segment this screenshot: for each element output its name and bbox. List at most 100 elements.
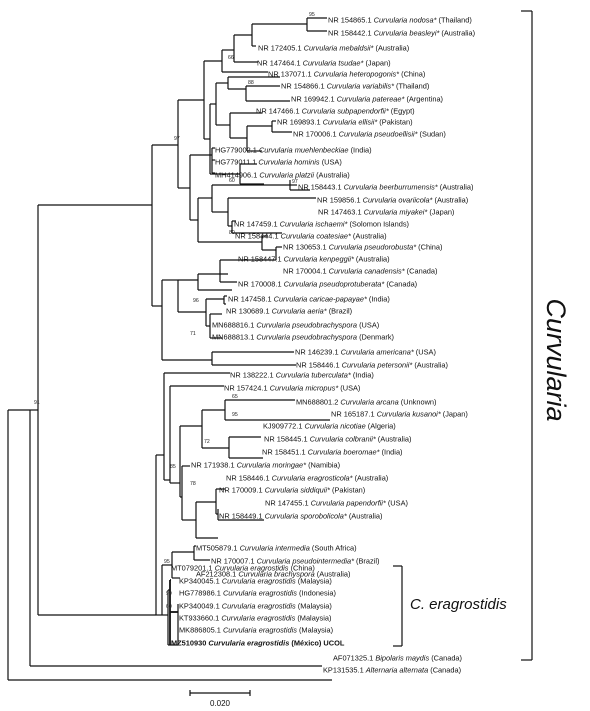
tip-label: NR 147459.1 Curvularia ischaemi* (Solomo… — [234, 220, 409, 229]
eragrostidis-bracket — [393, 565, 403, 647]
tip-label: NR 147458.1 Curvularia caricae-papayae* … — [228, 295, 390, 304]
tip-species: Curvularia platzii — [259, 171, 316, 180]
bootstrap-value: 96 — [193, 298, 199, 304]
tip-accession: KP340045.1 — [179, 577, 222, 586]
tip-species: Curvularia ischaemi* — [280, 220, 350, 229]
clade-label-eragrostidis: C. eragrostidis — [410, 596, 507, 613]
tip-species: Curvularia kusanoi* — [377, 410, 443, 419]
tip-origin: (Australia) — [378, 435, 412, 444]
tip-species: Curvularia brachyspora — [238, 570, 316, 579]
tip-origin: (Japan) — [365, 59, 390, 68]
tip-species: Curvularia eragrostidis — [222, 602, 298, 611]
tip-label: NR 138222.1 Curvularia tuberculata* (Ind… — [230, 371, 374, 380]
tip-label: MN688813.1 Curvularia pseudobrachyspora … — [212, 333, 394, 342]
tip-label: KJ909772.1 Curvularia nicotiae (Algeria) — [263, 422, 396, 431]
tip-origin: (Malaysia) — [297, 614, 331, 623]
tip-accession: NR 158442.1 — [328, 29, 374, 38]
tip-label: HG779011.1 Curvularia hominis (USA) — [215, 158, 342, 167]
tip-origin: (Denmark) — [359, 333, 394, 342]
bootstrap-value: 60 — [166, 604, 172, 610]
tip-accession: NR 158444.1 — [235, 232, 281, 241]
bootstrap-value: 91 — [34, 400, 40, 406]
tip-accession: NR 157424.1 — [224, 384, 270, 393]
tip-origin: (India) — [351, 146, 372, 155]
tip-origin: (India) — [382, 448, 403, 457]
tip-origin: (Pakistan) — [379, 118, 412, 127]
tip-label: MH414906.1 Curvularia platzii (Australia… — [215, 171, 350, 180]
tip-origin: (Australia) — [353, 232, 387, 241]
tip-accession: NR 158451.1 — [262, 448, 308, 457]
tip-label: NR 147463.1 Curvularia miyakei* (Japan) — [318, 208, 454, 217]
tip-accession: MN688801.2 — [296, 398, 340, 407]
tip-label: NR 137071.1 Curvularia heteropogonis* (C… — [268, 70, 425, 79]
tip-accession: NR 159856.1 — [317, 196, 363, 205]
tip-accession: NR 169893.1 — [277, 118, 323, 127]
tip-species: Curvularia pseudobrachyspora — [256, 321, 359, 330]
tip-origin: (Namibia) — [308, 461, 340, 470]
bootstrap-value: 78 — [190, 481, 196, 487]
tip-label: NR 130653.1 Curvularia pseudorobusta* (C… — [283, 243, 442, 252]
tip-accession: NR 172405.1 — [258, 44, 304, 53]
tip-accession: NR 158446.1 — [226, 474, 272, 483]
tip-label: NR 170006.1 Curvularia pseudoellisii* (S… — [293, 130, 446, 139]
tip-accession: NR 147463.1 — [318, 208, 364, 217]
tip-species: Curvularia heteropogonis* — [314, 70, 402, 79]
tip-accession: NR 147455.1 — [265, 499, 311, 508]
tip-accession: NR 170004.1 — [283, 267, 329, 276]
tip-origin: (Australia) — [355, 474, 389, 483]
bootstrap-value: 85 — [170, 464, 176, 470]
tip-species: Curvularia canadensis* — [329, 267, 407, 276]
tip-species: Curvularia patereae* — [337, 95, 407, 104]
tip-accession: HG779011.1 — [215, 158, 258, 167]
tip-species: Curvularia hominis — [258, 158, 321, 167]
tip-label: NR 158442.1 Curvularia beasleyi* (Austra… — [328, 29, 475, 38]
tip-label: NR 147455.1 Curvularia papendorfii* (USA… — [265, 499, 408, 508]
tip-species: Curvularia eragrostidis — [221, 614, 297, 623]
tip-label: MT079201.1 Curvularia eragrostidis (Chin… — [171, 564, 315, 573]
tip-origin: (Canada) — [386, 280, 417, 289]
tip-origin: (Australia) — [414, 361, 448, 370]
tip-origin: (Pakistan) — [332, 486, 365, 495]
bootstrap-value: 95 — [309, 12, 315, 18]
bootstrap-value: 97 — [174, 136, 180, 142]
tip-label: NR 158446.1 Curvularia eragrosticola* (A… — [226, 474, 388, 483]
tip-species: Curvularia arcana — [340, 398, 400, 407]
tip-species: Alternaria alternata — [365, 666, 431, 675]
tip-origin: (Egypt) — [391, 107, 415, 116]
tip-origin: (Thailand) — [396, 82, 429, 91]
tip-accession: MZ510930 — [171, 639, 208, 648]
tip-origin: (Brazil) — [329, 307, 352, 316]
tip-label: MZ510930 Curvularia eragrostidis (México… — [171, 639, 345, 648]
tip-label: NR 170004.1 Curvularia canadensis* (Cana… — [283, 267, 437, 276]
scale-bar-label: 0.020 — [210, 699, 231, 708]
tip-label: NR 158444.1 Curvularia coatesiae* (Austr… — [235, 232, 387, 241]
tip-accession: NR 170008.1 — [238, 280, 284, 289]
bootstrap-value: 66 — [228, 55, 234, 61]
tip-species: Curvularia subpapendorfii* — [302, 107, 391, 116]
tip-accession: NR 170006.1 — [293, 130, 339, 139]
tip-label: NR 158451.1 Curvularia boeromae* (India) — [262, 448, 403, 457]
bootstrap-value: 72 — [204, 439, 210, 445]
tip-species: Curvularia petersonii* — [342, 361, 415, 370]
tip-label: NR 170007.1 Curvularia pseudointermedia*… — [211, 557, 379, 566]
tip-origin: (Australia) — [316, 171, 350, 180]
tip-species: Curvularia mebaldsii* — [304, 44, 376, 53]
tip-accession: NR 165187.1 — [331, 410, 377, 419]
tip-species: Curvularia sporobolicola* — [265, 512, 349, 521]
tip-species: Curvularia kenpeggii* — [284, 255, 356, 264]
bootstrap-value: 65 — [232, 394, 238, 400]
tip-species: Curvularia moringae* — [237, 461, 308, 470]
tip-species: Curvularia beerburrumensis* — [344, 183, 440, 192]
tip-origin: (Canada) — [431, 654, 462, 663]
tip-label: NR 170009.1 Curvularia siddiquii* (Pakis… — [219, 486, 365, 495]
tip-label: AF071325.1 Bipolaris maydis (Canada) — [333, 654, 462, 663]
tip-origin: (Canada) — [430, 666, 461, 675]
tip-species: Curvularia nicotiae — [305, 422, 368, 431]
tip-label: NR 171938.1 Curvularia moringae* (Namibi… — [191, 461, 340, 470]
bootstrap-value: 80 — [229, 230, 235, 236]
tip-origin: (Australia) — [356, 255, 390, 264]
tip-accession: MH414906.1 — [215, 171, 259, 180]
tip-accession: NR 147464.1 — [257, 59, 303, 68]
tip-species: Curvularia eragrostidis — [208, 639, 291, 648]
curvularia-bracket — [521, 10, 533, 661]
